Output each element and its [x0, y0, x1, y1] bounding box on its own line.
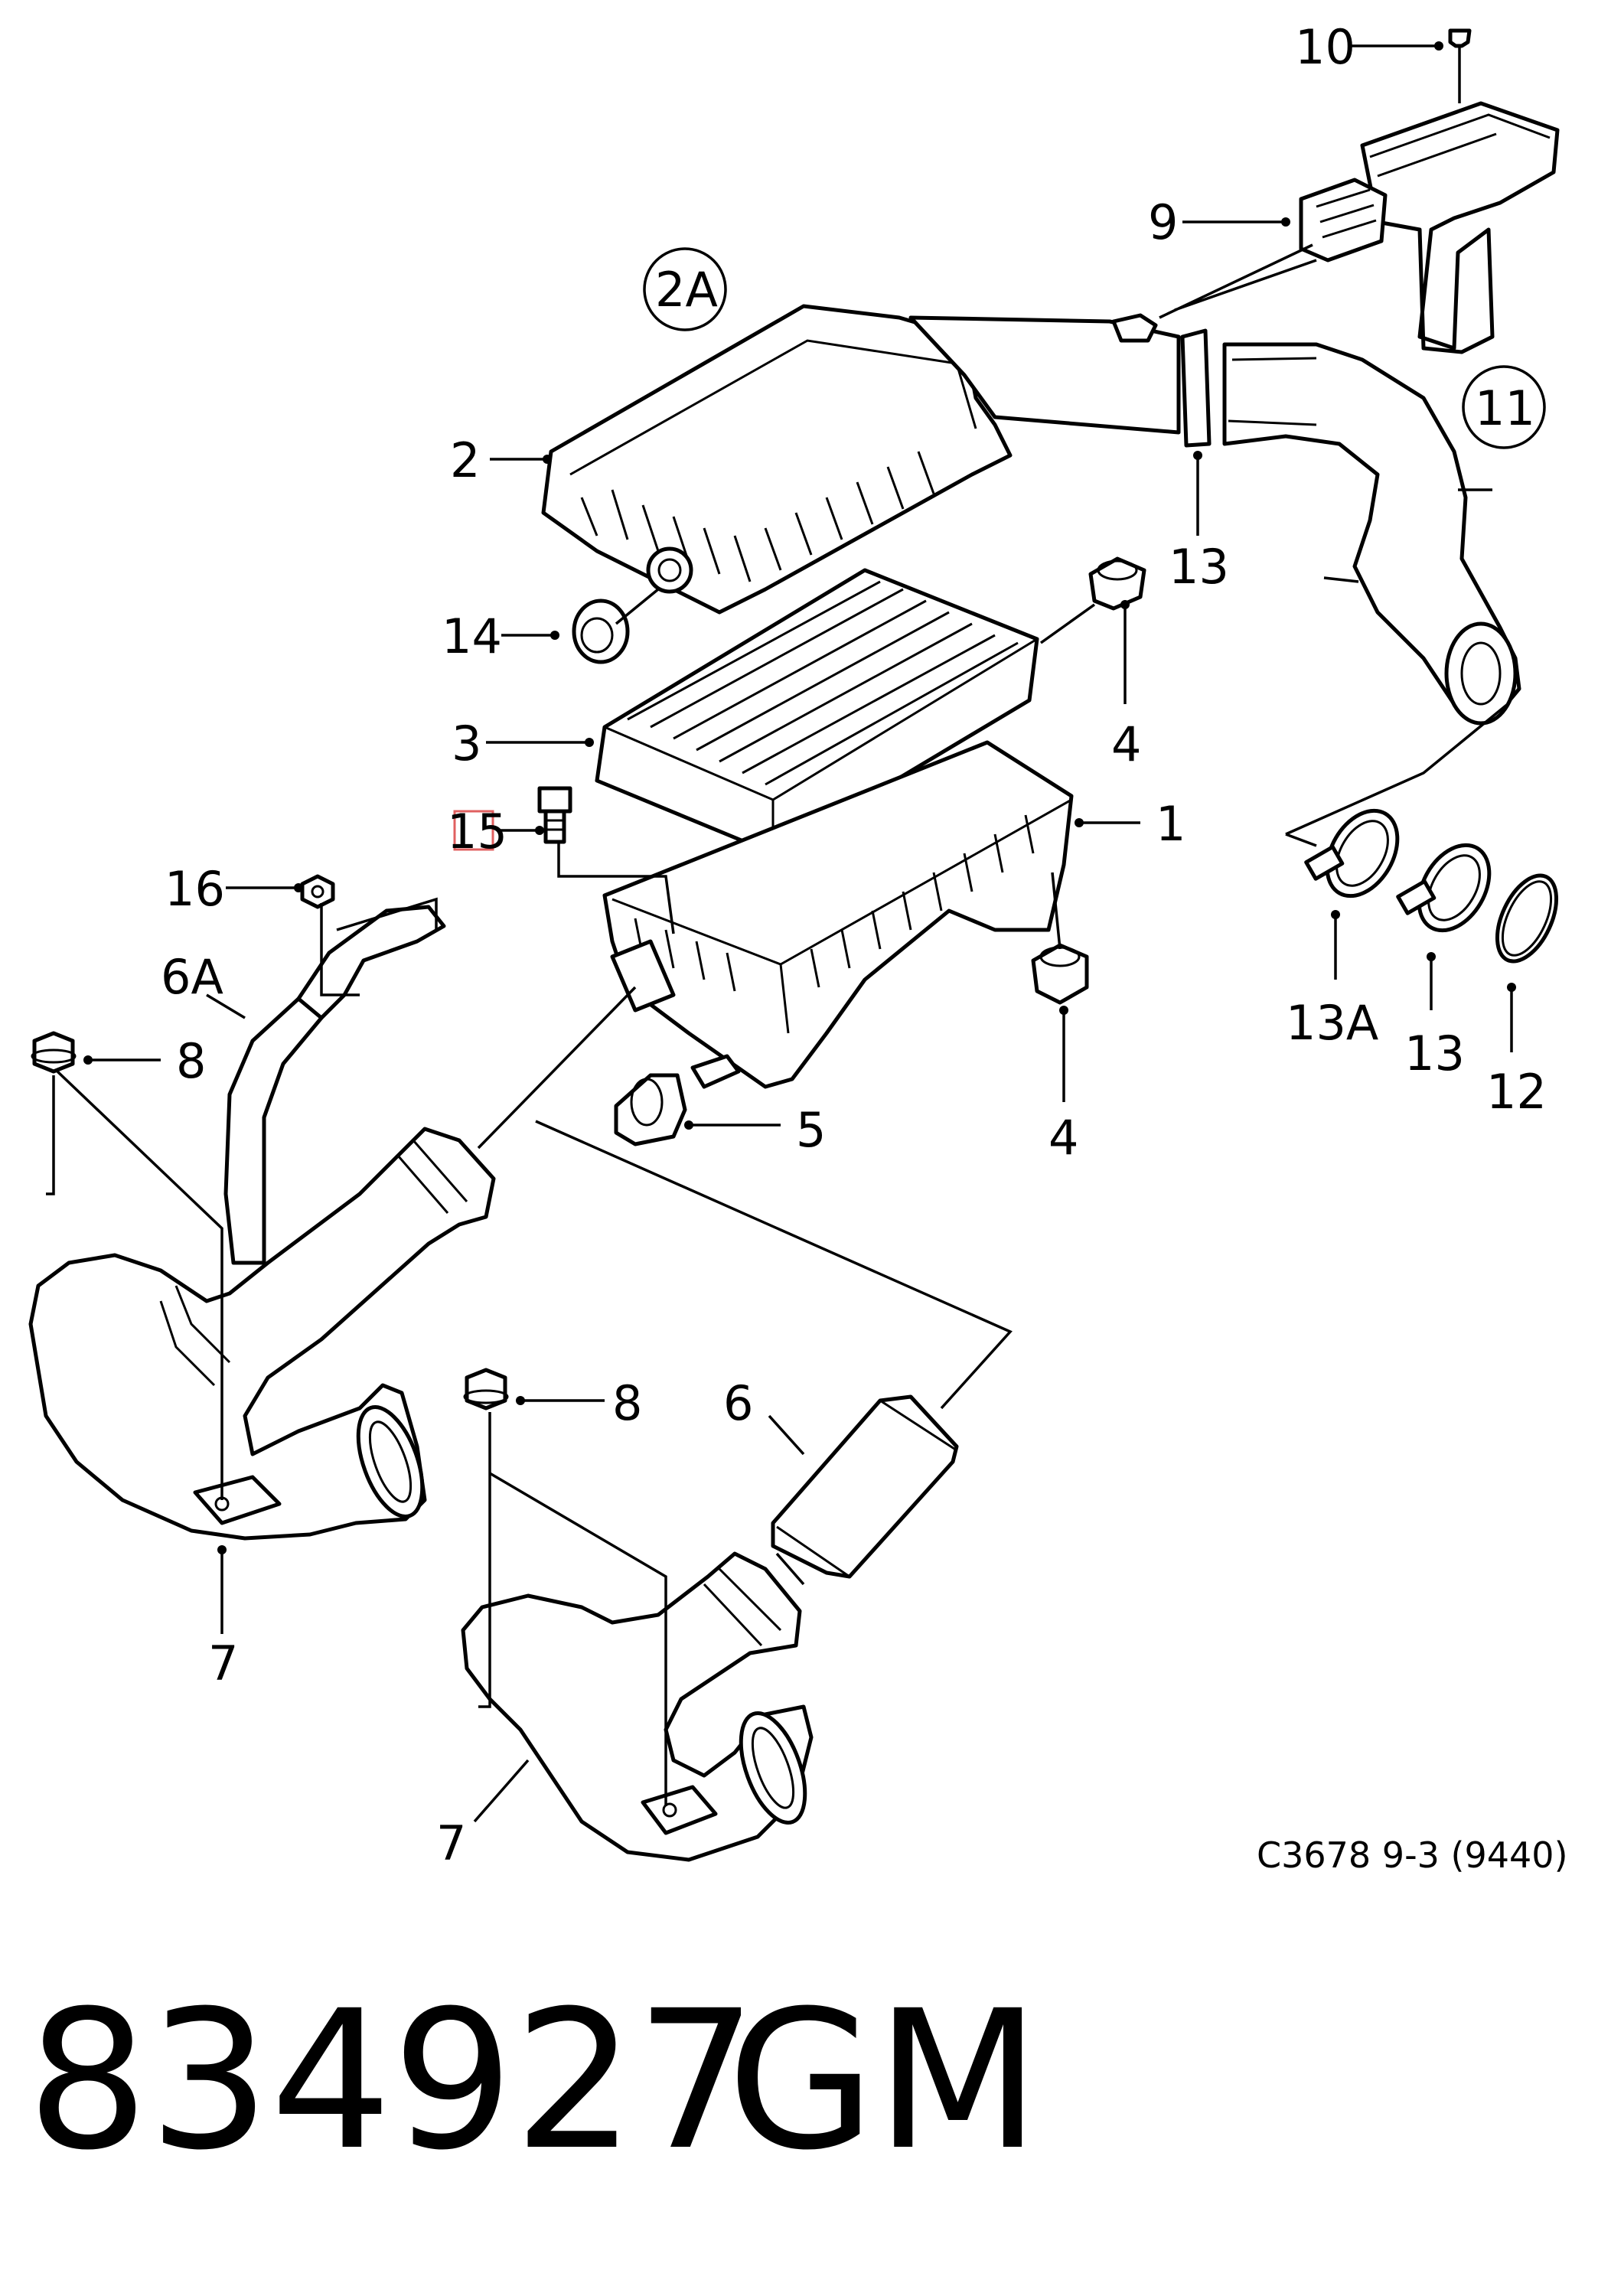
label-11: 11	[1475, 380, 1535, 436]
leader-lines	[46, 41, 1516, 1823]
grommet-4-top	[1088, 556, 1146, 611]
label-3: 3	[452, 716, 481, 771]
label-8-center: 8	[612, 1375, 642, 1431]
nut-16	[300, 874, 335, 909]
hose-clamps	[1304, 808, 1559, 964]
label-12: 12	[1486, 1064, 1547, 1120]
label-16: 16	[165, 861, 225, 917]
air-cleaner-lid	[541, 304, 1212, 615]
air-flow-sensor	[1299, 28, 1560, 354]
callout-circle-11	[1462, 365, 1546, 449]
part-number: 834927	[27, 1969, 757, 2192]
label-10: 10	[1295, 19, 1355, 75]
highlight-box-15	[453, 810, 494, 851]
label-13-right: 13	[1404, 1026, 1465, 1081]
intake-hose-6	[771, 1394, 959, 1579]
label-4-bottom: 4	[1048, 1110, 1078, 1166]
label-6: 6	[723, 1375, 753, 1431]
bracket-6a	[223, 905, 446, 1265]
label-1: 1	[1156, 796, 1185, 852]
label-5: 5	[796, 1102, 826, 1158]
grommet-4-bottom	[1031, 943, 1089, 1005]
label-7-bottom: 7	[436, 1815, 466, 1871]
label-4-top: 4	[1111, 716, 1141, 772]
label-8-left: 8	[176, 1033, 206, 1089]
brand-name: GM	[727, 1969, 1040, 2192]
intake-pipe-7-left	[28, 1127, 496, 1541]
callout-circle-2a	[643, 247, 727, 331]
label-7-left: 7	[208, 1636, 238, 1691]
nut-8-left	[31, 1031, 77, 1074]
reference-code: C3678 9-3 (9440)	[1257, 1835, 1568, 1876]
label-6a: 6A	[161, 949, 223, 1005]
label-9: 9	[1148, 194, 1178, 250]
label-2a: 2A	[655, 262, 718, 318]
air-cleaner-box	[602, 740, 1074, 1089]
grommet-14	[572, 598, 630, 664]
label-13-top: 13	[1169, 539, 1229, 595]
label-13a: 13A	[1286, 995, 1378, 1051]
nut-8-center	[463, 1368, 509, 1411]
label-14: 14	[442, 608, 502, 664]
intake-pipe-7-bottom	[461, 1551, 814, 1862]
label-2: 2	[450, 432, 480, 488]
label-15: 15	[447, 804, 507, 859]
grommet-5	[614, 1073, 687, 1146]
bolt-15	[537, 786, 572, 844]
